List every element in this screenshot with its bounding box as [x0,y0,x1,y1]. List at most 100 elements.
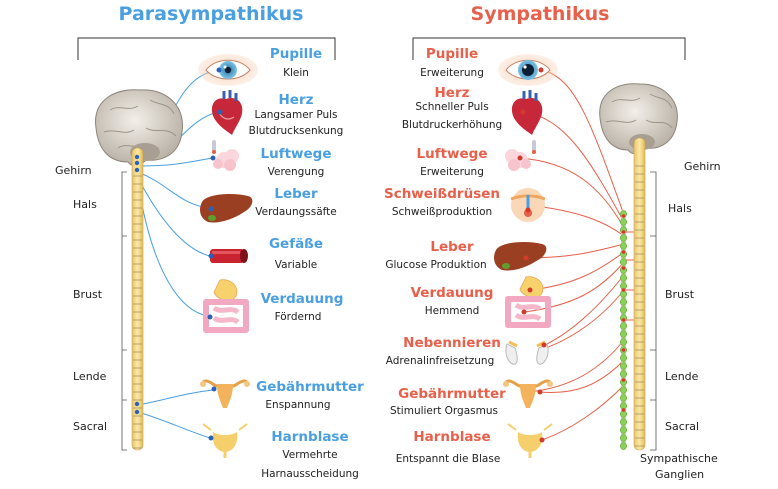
sym-organ-name-herz: Herz [435,85,470,101]
sym-ganglion-dot [621,378,626,382]
lungs-icon [212,140,239,171]
sym-organ-desc-luftwege: Erweiterung [420,166,484,178]
sym-ganglion-dot [621,250,626,254]
sym-organ-desc-pupille: Erweiterung [420,67,484,79]
para-organ-name-pupille: Pupille [270,46,322,62]
ganglion-bead [619,434,628,442]
left-region-bracket [121,171,127,451]
sympathetic-title: Sympathikus [471,3,610,25]
para-organ-desc-leber: Verdaungssäfte [255,206,337,218]
sym-organ-desc-nebennieren: Adrenalinfreisetzung [386,355,494,367]
intestine-icon [203,279,249,333]
sym-organ-labels: Pupille Erweiterung Herz Schneller Puls … [384,46,506,465]
sym-organ-name-nebennieren: Nebennieren [403,335,501,351]
ganglion-bead [619,298,628,306]
sym-region-brust: Brust [665,288,695,301]
sym-ganglion-dot [621,288,626,292]
ganglion-bead [619,218,628,226]
para-organ-name-herz: Herz [279,92,314,108]
sym-organ-desc-gebaehrmutter: Stimuliert Orgasmus [390,405,498,417]
left-spinal-cord [131,147,144,451]
sym-organ-desc-herz-1: Schneller Puls [415,101,488,113]
sym-ganglion-dot [621,408,626,412]
bladder-icon [507,423,553,458]
ganglion-bead [619,274,628,282]
para-region-sacral: Sacral [73,420,107,433]
sym-organ-name-leber: Leber [430,239,474,255]
sym-organ-name-luftwege: Luftwege [417,146,488,162]
sym-region-sacral: Sacral [665,420,699,433]
para-spine-dots [134,154,140,415]
uterus-icon [200,379,250,408]
bladder-icon [202,423,248,458]
intestine-icon [505,276,551,328]
sym-ganglion-dot [621,214,626,218]
sym-organ-desc-herz-2: Blutdruckerhöhung [402,119,502,131]
ganglion-bead [619,306,628,314]
sym-ganglion-dot [621,230,626,234]
sym-organ-desc-leber: Glucose Produktion [385,259,486,271]
para-organ-desc-luftwege: Verengung [268,166,325,178]
sym-organ-name-gebaehrmutter: Gebährmutter [398,386,506,402]
sym-region-hals: Hals [668,202,692,215]
para-region-lende: Lende [73,370,107,383]
sym-organ-name-pupille: Pupille [426,46,478,62]
sym-organ-name-verdauung: Verdauung [411,285,494,301]
liver-icon [494,242,547,271]
sym-organ-desc-harnblase: Entspannt die Blase [396,453,501,465]
heart-icon [211,90,243,135]
para-organ-name-gefaesse: Gefäße [269,236,323,252]
para-organ-name-luftwege: Luftwege [261,146,332,162]
para-region-hals: Hals [73,198,97,211]
para-region-gehirn: Gehirn [55,164,92,177]
para-organ-labels: Pupille Klein Herz Langsamer Puls Blutdr… [249,46,365,480]
para-organ-name-verdauung: Verdauung [261,291,344,307]
ganglion-bead [619,258,628,266]
uterus-icon [503,379,553,408]
vessel-icon [210,249,248,263]
para-organ-name-harnblase: Harnblase [271,429,348,445]
ganglion-bead [619,426,628,434]
eye-icon [498,54,558,86]
para-organ-desc-verdauung: Fördernd [275,311,322,323]
liver-icon [200,194,253,223]
sym-organ-desc-schweissdruesen: Schweißproduktion [392,206,492,218]
ganglion-bead [619,394,628,402]
para-organ-desc-herz-2: Blutdrucksenkung [249,125,344,137]
lungs-icon [505,140,536,171]
sweat-gland-icon [510,188,546,222]
ganglion-bead [619,418,628,426]
heart-icon [511,90,543,135]
ganglion-bead [619,370,628,378]
eye-icon [198,54,258,86]
sympathetic-bracket [412,37,686,60]
ganglion-bead [619,330,628,338]
parasympathetic-title: Parasympathikus [119,3,304,25]
para-organ-desc-gebaehrmutter: Enspannung [265,399,330,411]
sympathetic-ganglia [619,210,628,450]
ganglion-bead [619,242,628,250]
ganglion-bead [619,322,628,330]
ganglion-bead [619,442,628,450]
para-organ-desc-harnblase-2: Harnausscheidung [261,468,359,480]
ganglia-label-line2: Ganglien [655,468,704,481]
para-organ-name-leber: Leber [274,186,318,202]
ganglion-bead [619,354,628,362]
sym-ganglion-dot [621,266,626,270]
right-region-bracket [650,171,657,451]
ganglion-bead [619,234,628,242]
sym-organ-name-harnblase: Harnblase [413,429,490,445]
ganglion-bead [619,386,628,394]
sym-ganglion-dot [621,318,626,322]
ganglion-bead [619,362,628,370]
para-organ-desc-herz-1: Langsamer Puls [254,109,337,121]
parasympathetic-bracket [77,37,336,60]
para-organ-desc-gefaesse: Variable [275,259,318,271]
ganglion-bead [619,338,628,346]
left-brain [95,89,184,167]
sym-organ-name-schweissdruesen: Schweißdrüsen [384,186,500,202]
para-organ-name-gebaehrmutter: Gebährmutter [256,379,364,395]
para-organ-desc-harnblase-1: Vermehrte [282,449,337,461]
para-organ-desc-pupille: Klein [283,67,309,79]
